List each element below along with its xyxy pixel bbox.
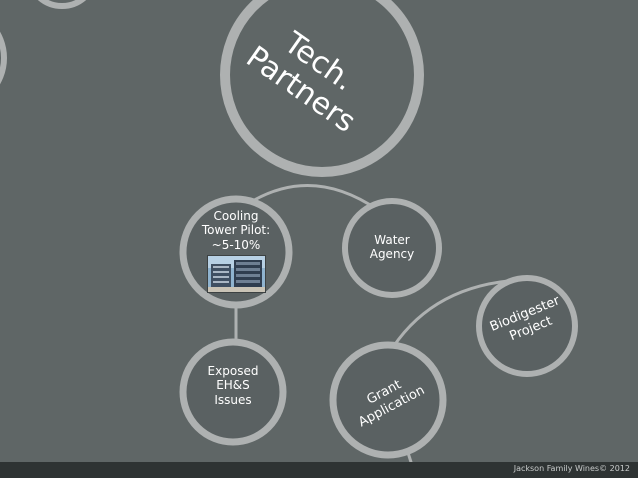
connector-grant-biodigester [386, 278, 521, 356]
bottom-bar: Jackson Family Wines© 2012 [0, 462, 638, 478]
cooling-line2: Tower Pilot: [201, 223, 271, 238]
cooling-line1: Cooling [213, 209, 259, 223]
offscreen-node-top[interactable] [28, 0, 96, 9]
cooling-label: Cooling Tower Pilot: ~5-10% [186, 209, 286, 252]
water-label: Water Agency [352, 233, 432, 262]
cooling-tower-image-icon [208, 256, 265, 292]
biodigester-node[interactable] [476, 275, 578, 377]
grant-application-node[interactable] [329, 341, 447, 459]
exposed-label: Exposed EH&S Issues [193, 364, 273, 407]
water-line2: Agency [369, 247, 415, 262]
offscreen-node-left[interactable] [0, 8, 7, 108]
exposed-line3: Issues [214, 392, 252, 407]
exposed-line1: Exposed [207, 364, 259, 378]
cooling-line3: ~5-10% [211, 237, 261, 252]
water-line1: Water [374, 233, 410, 247]
footer-copyright: Jackson Family Wines© 2012 [513, 464, 630, 473]
water-agency-node[interactable] [342, 198, 442, 298]
exposed-ehs-node[interactable] [179, 338, 287, 446]
tech-partners-circle[interactable] [220, 0, 424, 177]
cooling-tower-photo [207, 255, 266, 293]
exposed-line2: EH&S [216, 378, 250, 393]
